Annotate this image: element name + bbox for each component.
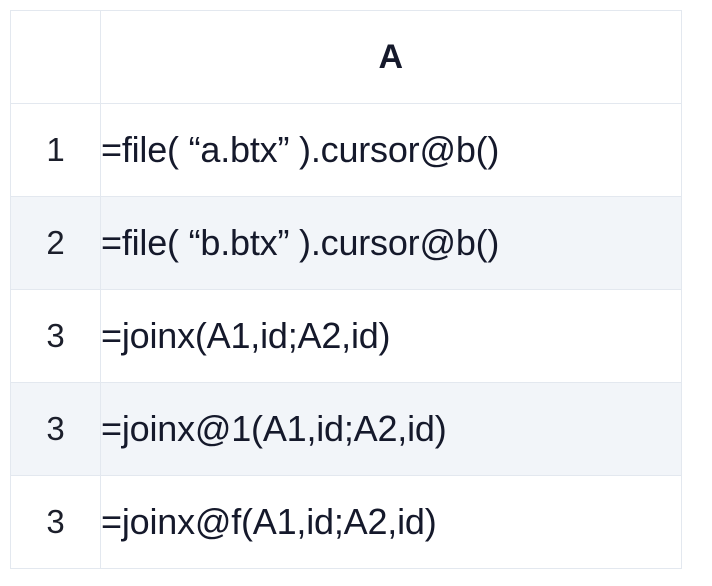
table-row: 3 =joinx@1(A1,id;A2,id): [10, 382, 682, 476]
table-row: 3 =joinx(A1,id;A2,id): [10, 289, 682, 383]
row-header-1[interactable]: 1: [10, 103, 101, 197]
grid-corner-cell[interactable]: [10, 10, 101, 104]
cell-a1[interactable]: =file( “a.btx” ).cursor@b(): [100, 103, 682, 197]
table-row: 3 =joinx@f(A1,id;A2,id): [10, 475, 682, 569]
spreadsheet-grid: A 1 =file( “a.btx” ).cursor@b() 2 =file(…: [10, 10, 682, 569]
spl-formula-table: A 1 =file( “a.btx” ).cursor@b() 2 =file(…: [10, 10, 682, 569]
column-header-a[interactable]: A: [100, 10, 682, 104]
column-header-row: A: [10, 10, 682, 104]
row-header-4[interactable]: 3: [10, 382, 101, 476]
row-header-5[interactable]: 3: [10, 475, 101, 569]
table-row: 1 =file( “a.btx” ).cursor@b(): [10, 103, 682, 197]
cell-a5[interactable]: =joinx@f(A1,id;A2,id): [100, 475, 682, 569]
cell-a4[interactable]: =joinx@1(A1,id;A2,id): [100, 382, 682, 476]
row-header-3[interactable]: 3: [10, 289, 101, 383]
table-row: 2 =file( “b.btx” ).cursor@b(): [10, 196, 682, 290]
cell-a3[interactable]: =joinx(A1,id;A2,id): [100, 289, 682, 383]
row-header-2[interactable]: 2: [10, 196, 101, 290]
cell-a2[interactable]: =file( “b.btx” ).cursor@b(): [100, 196, 682, 290]
grid-body: 1 =file( “a.btx” ).cursor@b() 2 =file( “…: [10, 103, 682, 569]
